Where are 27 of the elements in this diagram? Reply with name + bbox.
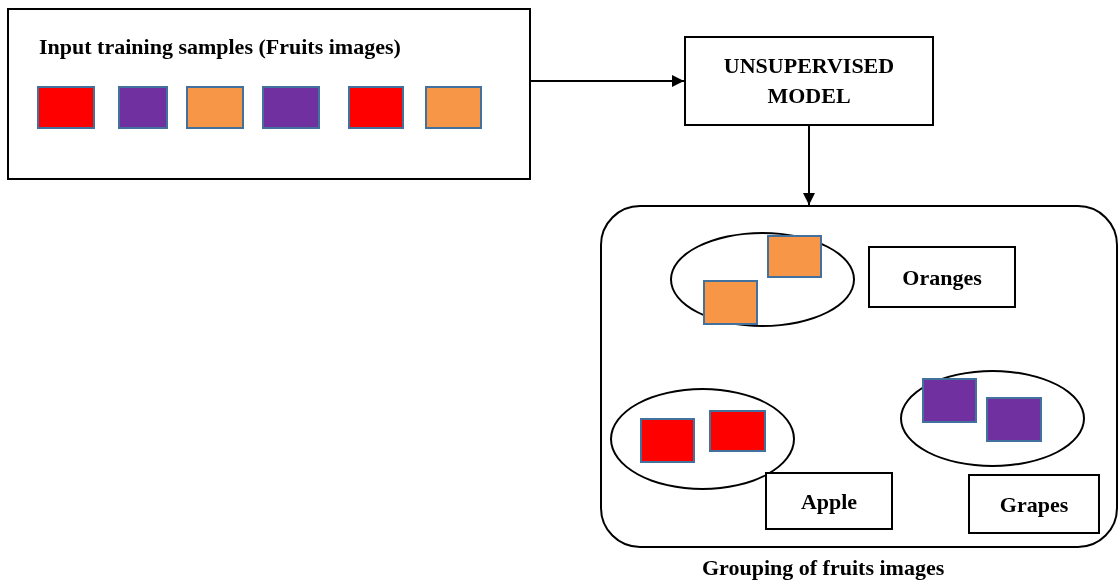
arrow [803,125,815,206]
sample-image-square [186,86,244,129]
panel-heading: Input training samples (Fruits images) [39,33,401,61]
class-label-box [968,474,1100,534]
sample-image-square [767,235,822,278]
class-label-box [868,246,1016,308]
sample-image-square [986,397,1042,442]
cluster-ellipse [900,370,1085,467]
model-box [684,36,934,126]
sample-image-square [640,418,695,463]
cluster-ellipse [670,232,855,327]
sample-image-square [262,86,320,129]
group-caption: Grouping of fruits images [702,554,945,580]
input-panel [7,8,531,180]
sample-image-square [703,280,758,325]
class-label: Apple [800,487,858,516]
arrow [530,75,685,87]
model-label: UNSUPERVISED MODEL [722,52,896,110]
class-label: Oranges [902,263,982,292]
sample-image-square [37,86,95,129]
class-label-box [765,472,893,530]
sample-image-square [709,410,766,452]
sample-image-square [425,86,482,129]
sample-image-square [348,86,404,129]
sample-image-square [118,86,168,129]
class-label: Grapes [999,490,1069,519]
sample-image-square [922,378,977,423]
